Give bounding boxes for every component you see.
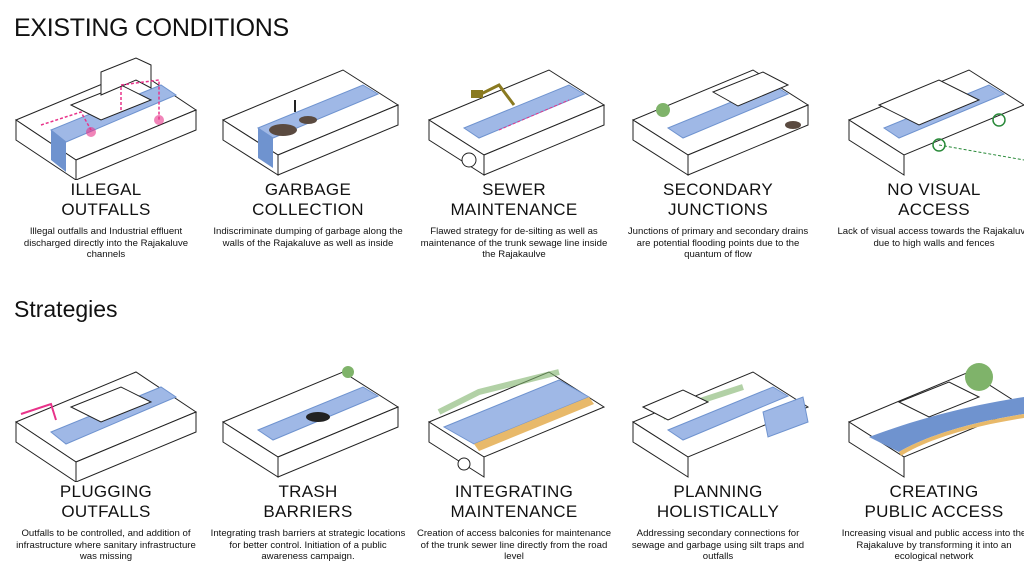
card-integrating-maintenance: INTEGRATING MAINTENANCE Creation of acce… [414, 352, 614, 563]
card-title-line1: GARBAGE [264, 180, 352, 199]
card-description: Addressing secondary connections for sew… [631, 528, 805, 562]
card-title-line1: NO VISUAL [887, 180, 981, 199]
card-description: Outfalls to be controlled, and addition … [16, 528, 196, 562]
card-title-line1: SEWER [482, 180, 546, 199]
card-illegal-outfalls: ILLEGAL OUTFALLS Illegal outfalls and In… [6, 50, 206, 261]
card-title-line2: OUTFALLS [61, 200, 151, 219]
card-description: Creation of access balconies for mainten… [416, 528, 612, 562]
card-title-line1: TRASH [278, 482, 338, 501]
card-secondary-junctions: SECONDARY JUNCTIONS Junctions of primary… [618, 50, 818, 261]
secondary-junctions-diagram [631, 69, 810, 176]
card-description: Indiscriminate dumping of garbage along … [213, 226, 403, 249]
card-trash-barriers: TRASH BARRIERS Integrating trash barrier… [208, 352, 408, 563]
card-no-visual-access: NO VISUAL ACCESS Lack of visual access t… [834, 50, 1024, 249]
card-title-line2: MAINTENANCE [450, 502, 578, 521]
card-title-line2: HOLISTICALLY [656, 502, 780, 521]
sewer-maintenance-diagram [427, 69, 606, 176]
card-title-line1: CREATING [889, 482, 979, 501]
creating-public-access-diagram [847, 363, 1024, 478]
plugging-outfalls-diagram [14, 371, 198, 482]
card-sewer-maintenance: SEWER MAINTENANCE Flawed strategy for de… [414, 50, 614, 261]
card-description: Flawed strategy for de-silting as well a… [420, 226, 608, 260]
trash-barriers-diagram [221, 366, 400, 478]
card-title-line2: MAINTENANCE [450, 200, 578, 219]
card-title-line1: PLANNING [673, 482, 763, 501]
illegal-outfalls-diagram [14, 57, 198, 180]
card-description: Junctions of primary and secondary drain… [627, 226, 809, 260]
card-garbage-collection: GARBAGE COLLECTION Indiscriminate dumpin… [208, 50, 408, 249]
card-title-line2: COLLECTION [252, 200, 364, 219]
card-title-line1: PLUGGING [59, 482, 153, 501]
card-title-line2: BARRIERS [263, 502, 353, 521]
card-title-line1: SECONDARY [662, 180, 774, 199]
card-title-line2: JUNCTIONS [668, 200, 768, 219]
card-title-line2: ACCESS [898, 200, 970, 219]
integrating-maintenance-diagram [427, 369, 606, 478]
no-visual-access-diagram [847, 69, 1024, 176]
card-creating-public-access: CREATING PUBLIC ACCESS Increasing visual… [834, 352, 1024, 563]
card-description: Integrating trash barriers at strategic … [210, 528, 406, 562]
card-planning-holistically: PLANNING HOLISTICALLY Addressing seconda… [618, 352, 818, 563]
card-title-line2: OUTFALLS [61, 502, 151, 521]
section-title-strategies: Strategies [14, 296, 118, 322]
card-description: Lack of visual access towards the Rajaka… [837, 226, 1024, 249]
planning-holistically-diagram [631, 371, 810, 478]
section-title-existing: EXISTING CONDITIONS [14, 14, 289, 42]
card-title-line1: ILLEGAL [70, 180, 142, 199]
garbage-collection-diagram [221, 69, 400, 176]
card-description: Illegal outfalls and Industrial effluent… [23, 226, 189, 260]
card-description: Increasing visual and public access into… [841, 528, 1024, 562]
card-title-line2: PUBLIC ACCESS [864, 502, 1004, 521]
card-plugging-outfalls: PLUGGING OUTFALLS Outfalls to be control… [6, 352, 206, 563]
card-title-line1: INTEGRATING [454, 482, 574, 501]
